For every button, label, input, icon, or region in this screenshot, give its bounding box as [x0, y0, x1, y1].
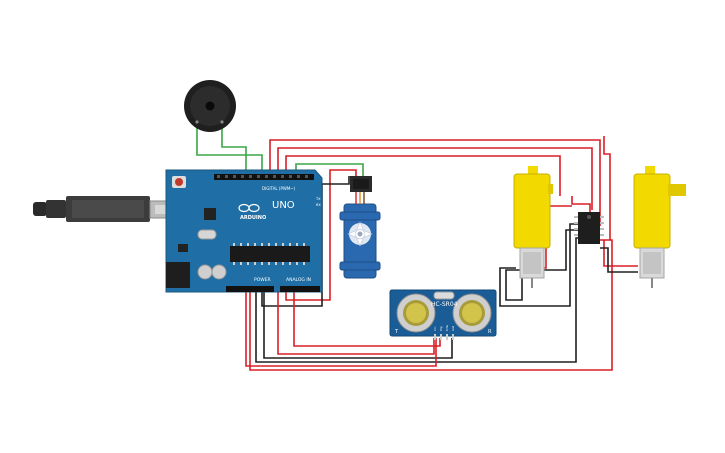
tx-label: TX: [315, 197, 321, 201]
digital-header[interactable]: [214, 174, 314, 180]
arduino-uno-board[interactable]: UNO ARDUINO DIGITAL (PWM~) POWER ANALOG …: [165, 169, 323, 293]
sensor-pin-echo: Echo: [445, 324, 449, 331]
wire-motor1-black-2[interactable]: [499, 223, 580, 307]
crystal-oscillator: [197, 229, 217, 240]
arduino-logo-icon: [238, 203, 260, 213]
capacitor-1: [197, 264, 213, 280]
sensor-crystal: [433, 291, 455, 300]
motor-driver-chip-icon[interactable]: [574, 212, 604, 244]
sensor-pin-gnd: Gnd: [451, 325, 455, 331]
power-label: POWER: [254, 277, 271, 283]
wire-motor1-black[interactable]: [505, 229, 578, 301]
analog-header[interactable]: [280, 286, 320, 292]
wire-red-vcc-bus[interactable]: [249, 239, 613, 371]
rx-label: RX: [316, 203, 321, 207]
dc-gear-motor-icon[interactable]: [513, 166, 553, 288]
servo-motor-icon[interactable]: [339, 176, 381, 279]
wire-buzzer-right[interactable]: [221, 122, 247, 178]
sensor-pin-vcc: Vcc: [433, 326, 437, 331]
usb-chip: [204, 208, 216, 220]
sensor-right-mark: R: [488, 329, 492, 335]
sensor-pin-trig: Trig: [439, 326, 443, 331]
wire-red-analog-2[interactable]: [293, 288, 441, 347]
atmega-chip: [230, 246, 310, 262]
wire-red-driver-top[interactable]: [571, 196, 591, 212]
analog-label: ANALOG IN: [286, 277, 311, 283]
wire-black-sensor-gnd[interactable]: [263, 288, 453, 359]
wire-motor2-black[interactable]: [600, 247, 638, 273]
ultrasonic-sensor[interactable]: HC-SR04 T R Vcc Trig Echo Gnd: [389, 289, 497, 340]
digital-label: DIGITAL (PWM~): [262, 186, 296, 191]
dc-gear-motor-icon[interactable]: [633, 166, 686, 288]
sensor-model: HC-SR04: [431, 301, 458, 308]
wire-motor2-red[interactable]: [603, 240, 638, 267]
wire-red-top-1[interactable]: [269, 139, 601, 226]
wire-servo-power[interactable]: [285, 169, 357, 301]
board-logo-text: ARDUINO: [240, 215, 266, 221]
wire-red-sensor-vcc[interactable]: [245, 288, 437, 367]
usb-cable-icon[interactable]: [33, 196, 183, 222]
board-brand: UNO: [272, 200, 295, 211]
wire-red-top-3[interactable]: [285, 155, 561, 196]
piezo-buzzer-icon[interactable]: [184, 80, 236, 132]
wire-red-top-2[interactable]: [277, 147, 593, 210]
wire-red-right-bus[interactable]: [603, 136, 611, 240]
wires: [196, 122, 638, 371]
power-jack: [166, 262, 190, 288]
power-header[interactable]: [226, 286, 274, 292]
capacitor-2: [211, 264, 227, 280]
wire-buzzer-left[interactable]: [196, 122, 263, 178]
sensor-left-mark: T: [394, 329, 399, 335]
